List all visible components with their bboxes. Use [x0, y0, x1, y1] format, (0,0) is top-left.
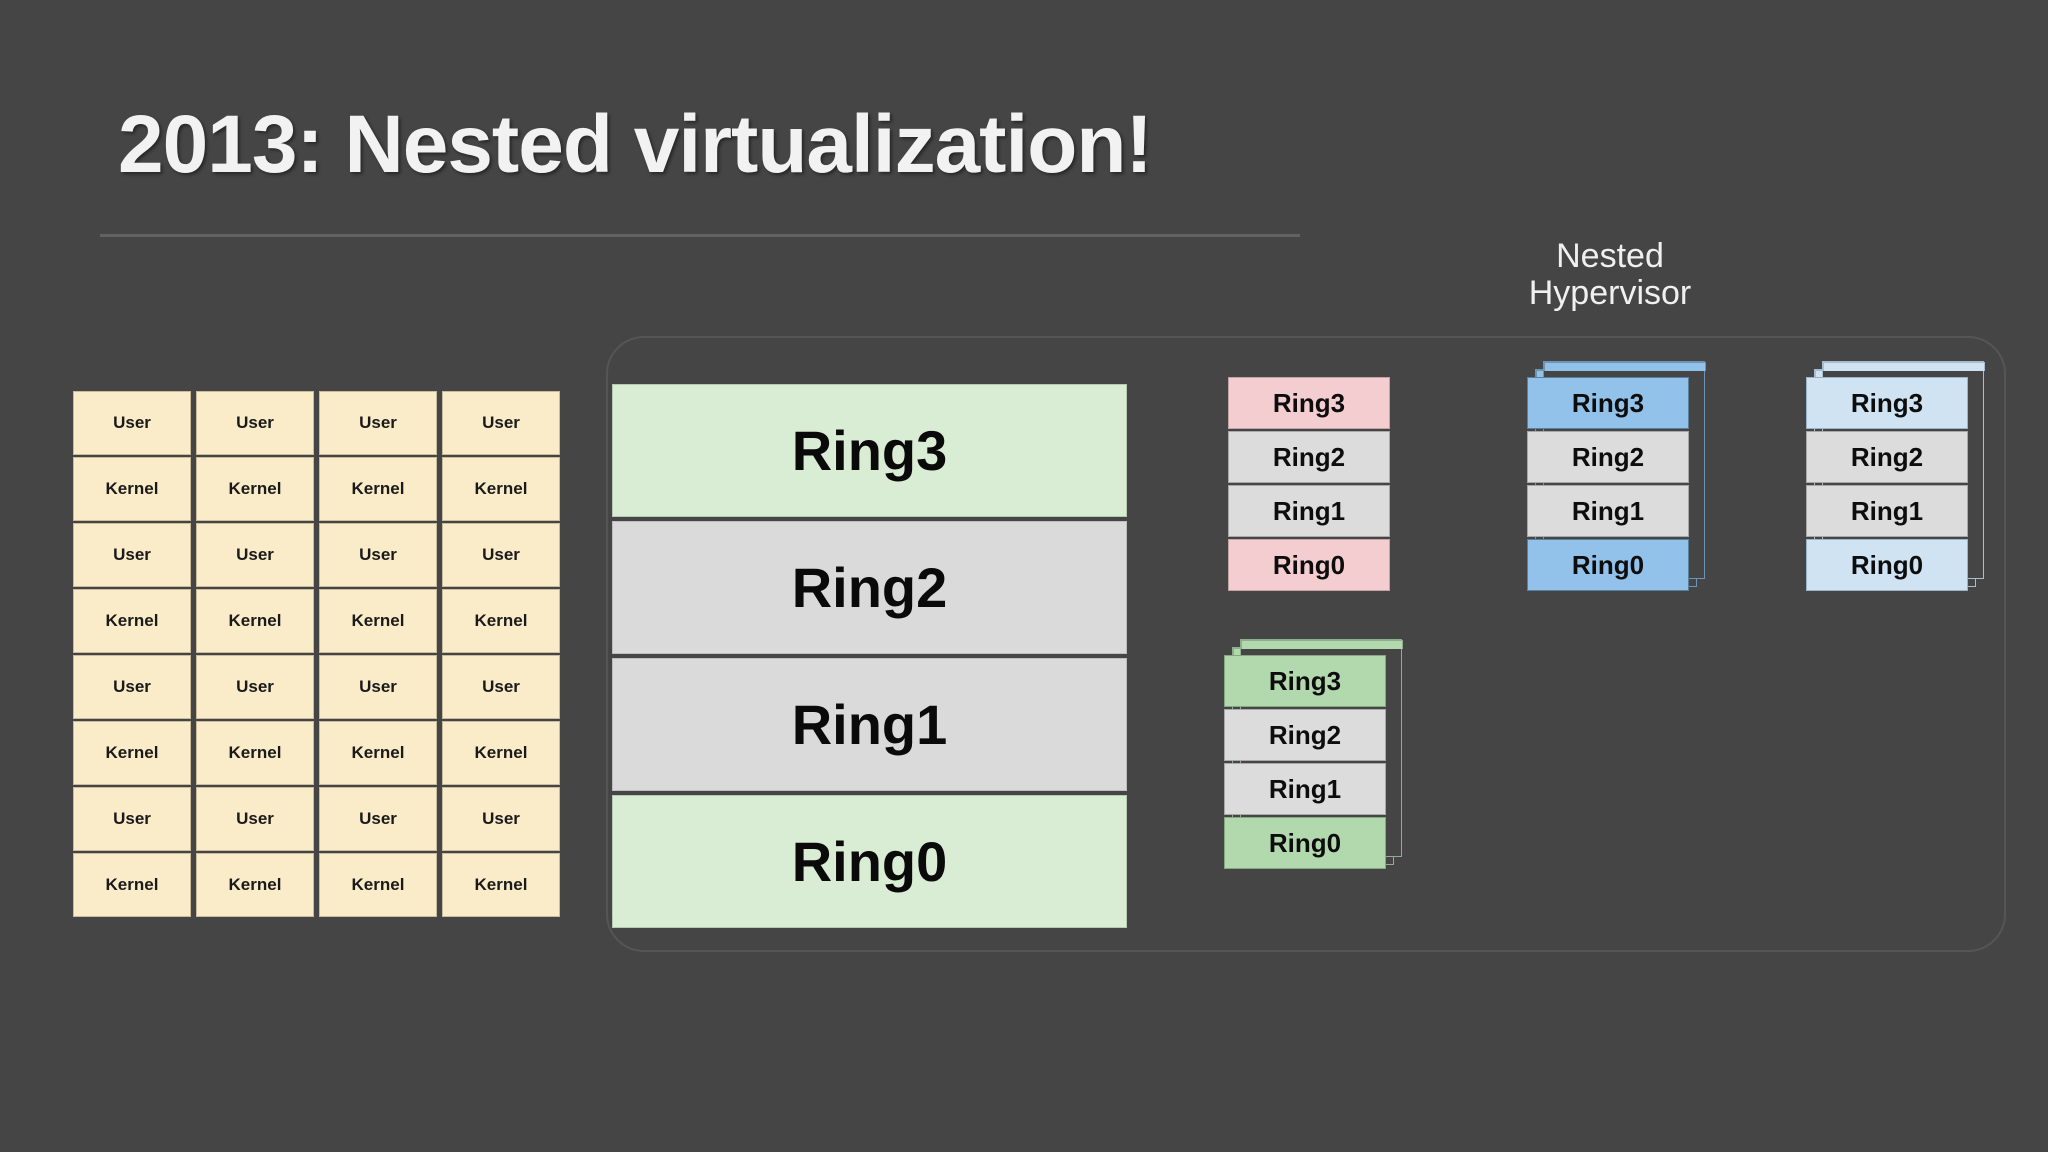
ring-card-ring0: Ring0 — [1527, 539, 1689, 591]
ring-card-ring1: Ring1 — [1806, 485, 1968, 537]
os-cell-kernel: Kernel — [319, 853, 437, 917]
os-cell-user: User — [196, 391, 314, 455]
os-cell-user: User — [73, 523, 191, 587]
stack-sheet-top-edge — [1241, 640, 1403, 649]
ring-card-ring3: Ring3 — [1527, 377, 1689, 429]
ring-card-ring2: Ring2 — [1527, 431, 1689, 483]
os-cell-user: User — [319, 655, 437, 719]
os-cell-user: User — [73, 787, 191, 851]
ring-band-ring2: Ring2 — [612, 521, 1127, 654]
os-cell-user: User — [319, 787, 437, 851]
os-cell-user: User — [442, 391, 560, 455]
os-cell-kernel: Kernel — [319, 721, 437, 785]
ring-card-ring0: Ring0 — [1224, 817, 1386, 869]
ring-card-ring2: Ring2 — [1806, 431, 1968, 483]
title-divider — [100, 234, 1300, 237]
nested-hypervisor-label-line2: Hypervisor — [1528, 273, 1692, 312]
os-cell-kernel: Kernel — [196, 589, 314, 653]
ring-band-ring0: Ring0 — [612, 795, 1127, 928]
ring-card-ring0: Ring0 — [1806, 539, 1968, 591]
ring-card-ring3: Ring3 — [1228, 377, 1390, 429]
ring-card-ring1: Ring1 — [1224, 763, 1386, 815]
ring-band-ring1: Ring1 — [612, 658, 1127, 791]
page-title: 2013: Nested virtualization! — [118, 99, 1153, 190]
os-cell-kernel: Kernel — [319, 457, 437, 521]
os-cell-kernel: Kernel — [196, 853, 314, 917]
os-cell-user: User — [442, 523, 560, 587]
stack-sheet-top-edge — [1823, 362, 1985, 371]
os-cell-kernel: Kernel — [442, 853, 560, 917]
nested-hypervisor-label: Nested Hypervisor — [1490, 238, 1730, 311]
ring-card-ring2: Ring2 — [1228, 431, 1390, 483]
ring-card-ring1: Ring1 — [1527, 485, 1689, 537]
os-cell-kernel: Kernel — [442, 457, 560, 521]
ring-card-ring1: Ring1 — [1228, 485, 1390, 537]
os-cell-user: User — [319, 523, 437, 587]
ring-card-ring2: Ring2 — [1224, 709, 1386, 761]
os-cell-user: User — [73, 655, 191, 719]
stack-sheet-top-edge — [1544, 362, 1706, 371]
os-cell-user: User — [442, 787, 560, 851]
os-cell-user: User — [196, 655, 314, 719]
host-machine-boundary — [606, 336, 2006, 952]
os-cell-kernel: Kernel — [73, 853, 191, 917]
os-cell-user: User — [442, 655, 560, 719]
ring-card-ring0: Ring0 — [1228, 539, 1390, 591]
os-cell-kernel: Kernel — [73, 721, 191, 785]
os-cell-user: User — [196, 787, 314, 851]
os-cell-kernel: Kernel — [319, 589, 437, 653]
os-cell-kernel: Kernel — [442, 721, 560, 785]
ring-band-ring3: Ring3 — [612, 384, 1127, 517]
os-cell-kernel: Kernel — [442, 589, 560, 653]
os-cell-kernel: Kernel — [196, 457, 314, 521]
ring-card-ring3: Ring3 — [1224, 655, 1386, 707]
os-cell-user: User — [73, 391, 191, 455]
os-cell-user: User — [319, 391, 437, 455]
os-cell-kernel: Kernel — [73, 457, 191, 521]
os-cell-user: User — [196, 523, 314, 587]
os-cell-kernel: Kernel — [196, 721, 314, 785]
os-cell-kernel: Kernel — [73, 589, 191, 653]
ring-card-ring3: Ring3 — [1806, 377, 1968, 429]
nested-hypervisor-label-line1: Nested — [1556, 237, 1664, 275]
